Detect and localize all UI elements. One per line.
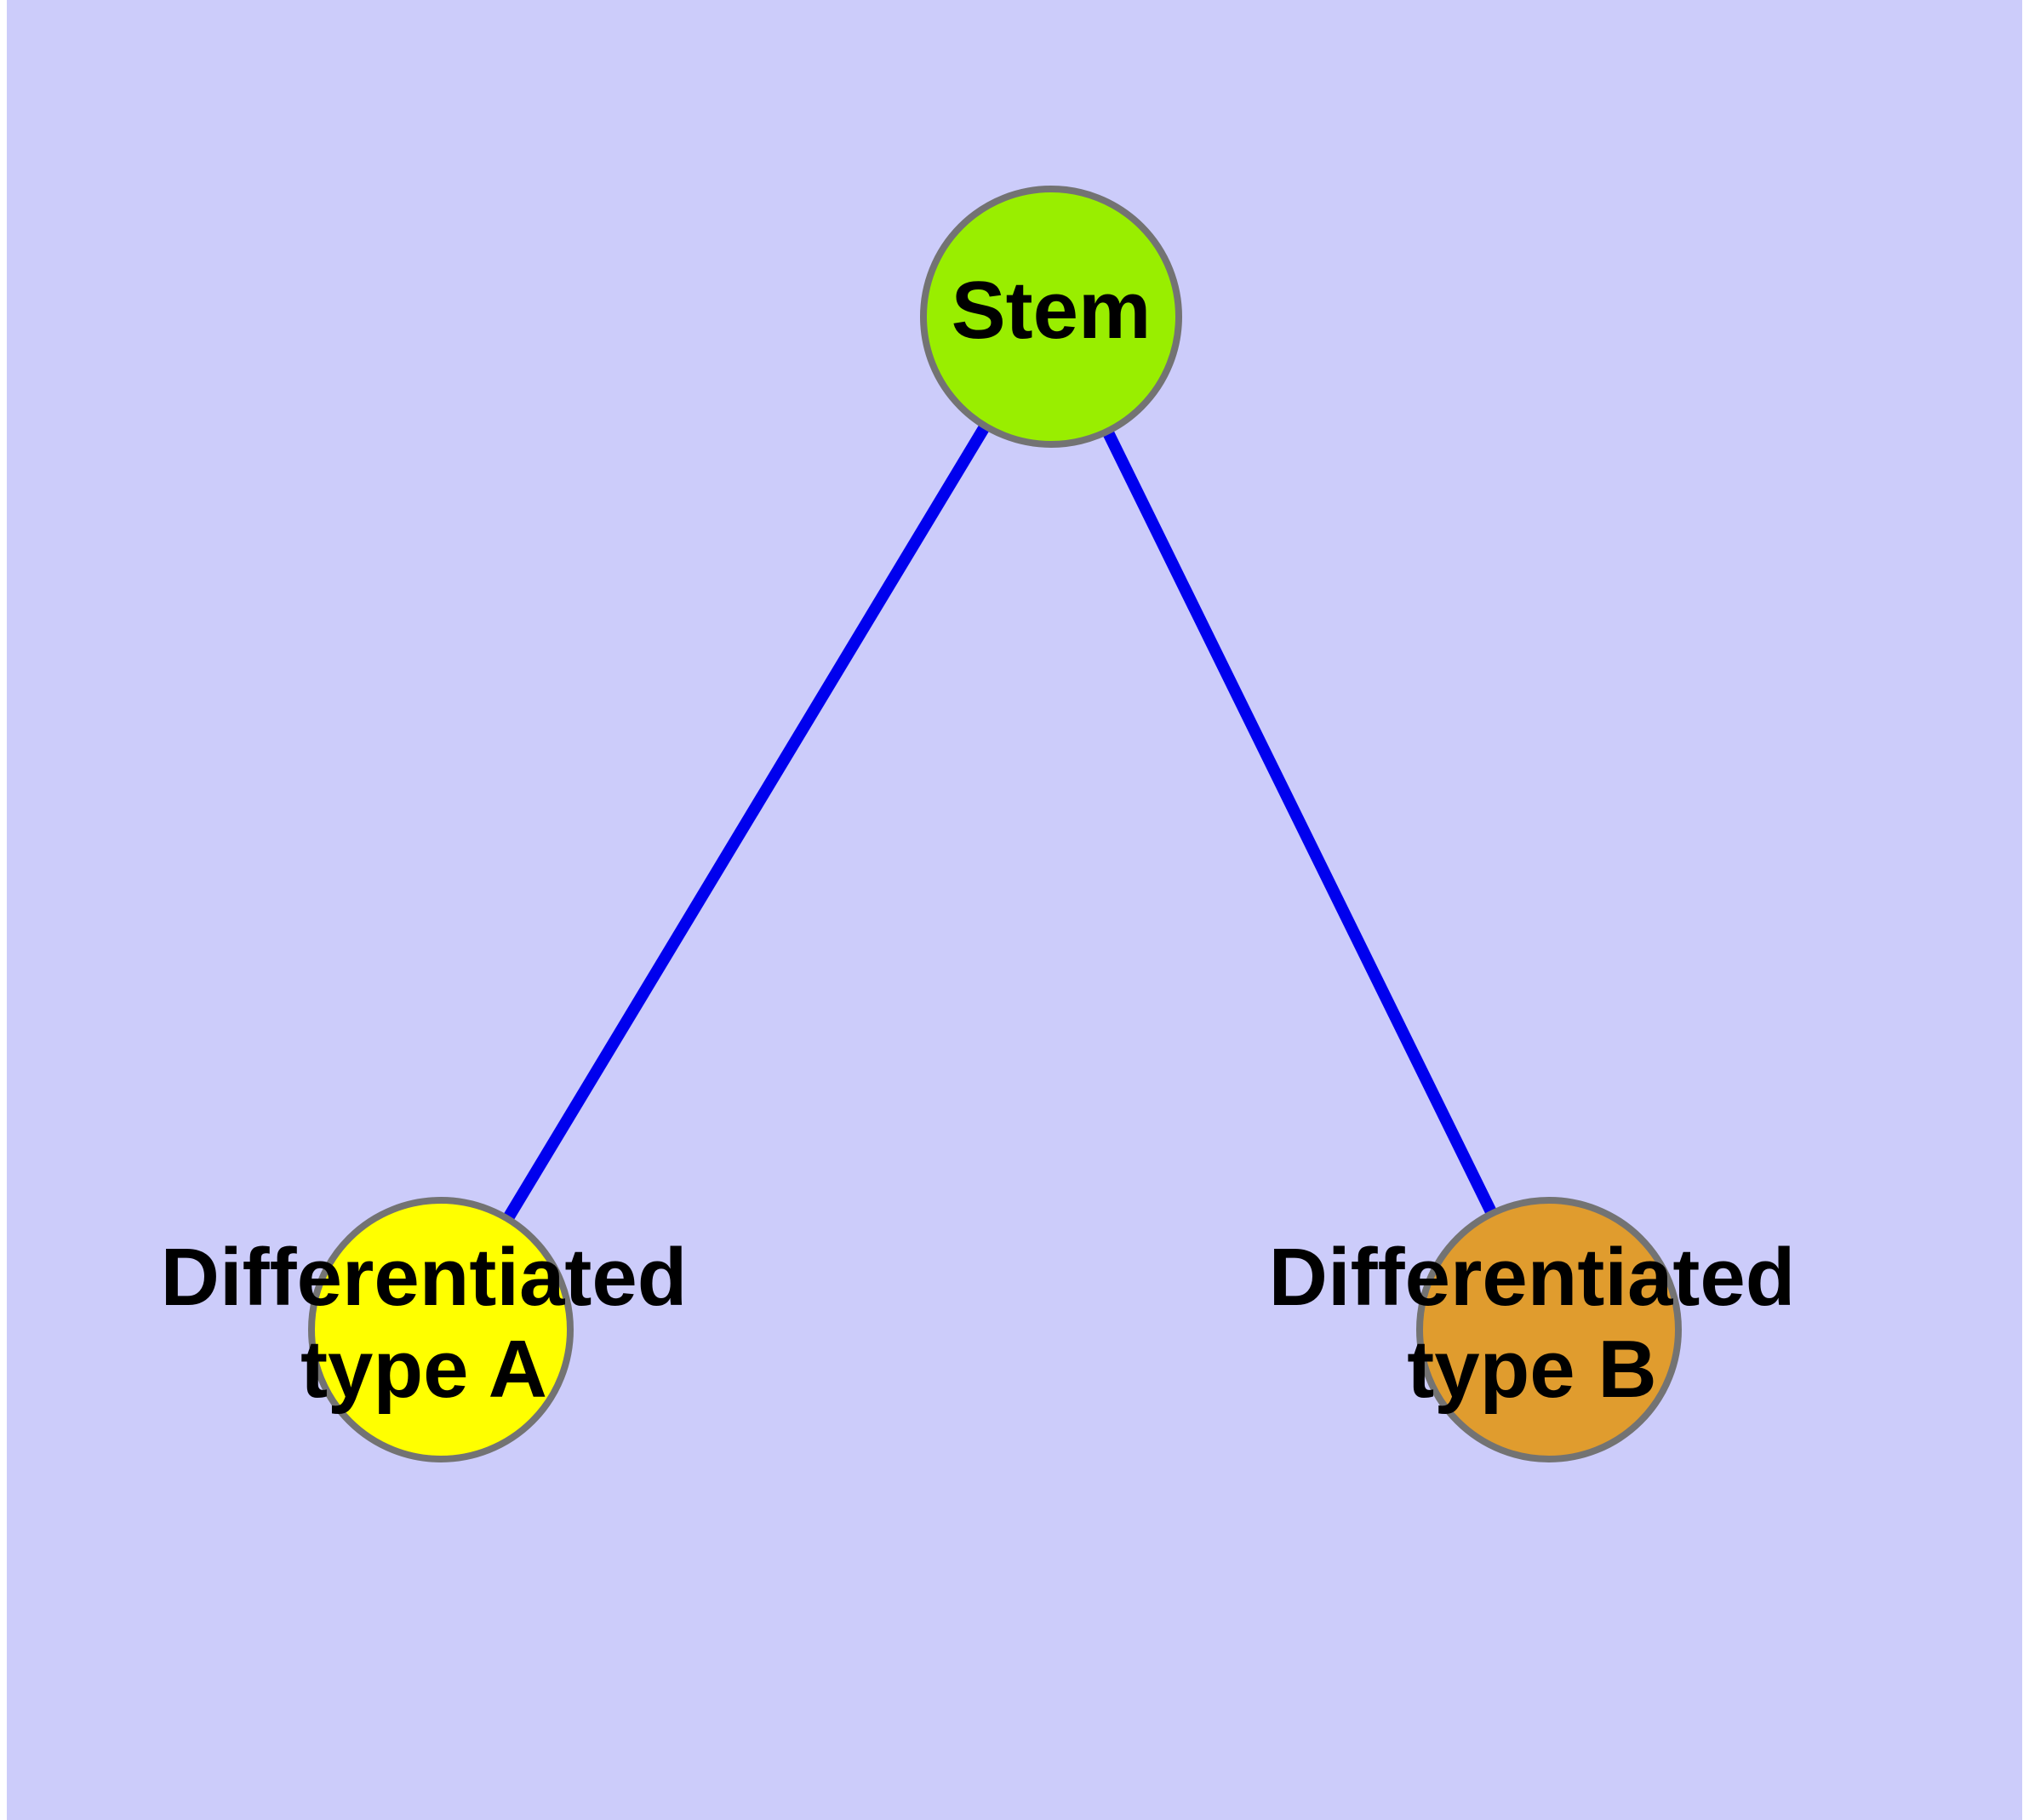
- node-circle-diff_b[interactable]: [1416, 1197, 1682, 1462]
- graph-edge-stem-diff_b: [1045, 313, 1555, 1333]
- node-circle-diff_a[interactable]: [308, 1197, 574, 1462]
- node-label-stem: Stem: [952, 265, 1152, 356]
- graph-edge-stem-diff_a: [436, 313, 1056, 1333]
- node-label-line: Differentiated: [1269, 1233, 1796, 1324]
- node-label-line: Differentiated: [161, 1233, 688, 1324]
- node-circle-stem[interactable]: [920, 186, 1182, 448]
- node-label-line: type B: [1407, 1324, 1656, 1415]
- graph-node-stem[interactable]: Stem: [920, 186, 1182, 448]
- node-label-line: Stem: [952, 265, 1152, 356]
- node-label-line: type A: [300, 1324, 547, 1415]
- edges-layer: [436, 313, 1555, 1333]
